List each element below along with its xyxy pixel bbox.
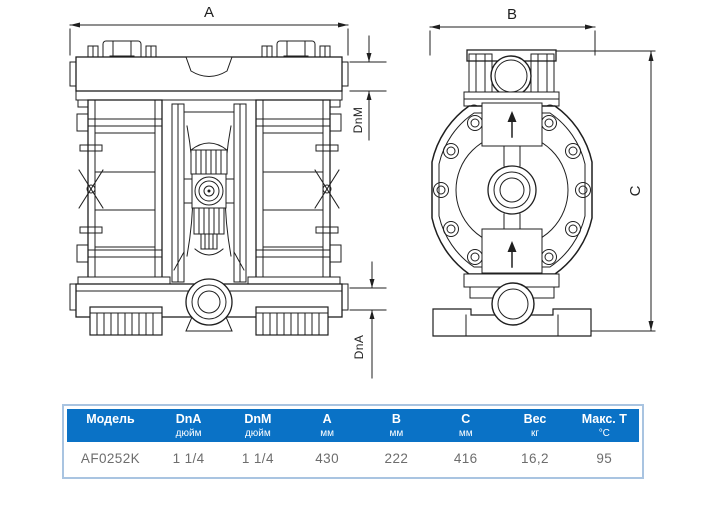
- header-dna: DnA дюйм: [153, 409, 224, 442]
- pump-technical-drawing: A: [69, 4, 656, 379]
- dimension-a: A: [69, 4, 349, 56]
- spec-table-header-row: Модель DnA дюйм DnM дюйм A мм B мм: [67, 409, 639, 442]
- spec-table-data-row: AF0252K 1 1/4 1 1/4 430 222 416 16,2 95: [67, 442, 639, 474]
- dimension-c: C: [556, 50, 656, 332]
- dim-label-b: B: [507, 6, 517, 23]
- body-bolts: [433, 115, 591, 265]
- dimension-b: B: [429, 6, 596, 56]
- front-view-drawing: A: [69, 4, 387, 379]
- bottom-manifold: [69, 278, 349, 336]
- flow-arrow-up-bottom: [507, 241, 517, 268]
- cell-dnm: 1 1/4: [223, 442, 293, 474]
- dim-label-a: A: [204, 4, 214, 21]
- dim-label-dnm: DnM: [351, 107, 365, 134]
- side-body: [431, 102, 593, 275]
- header-model: Модель: [67, 409, 154, 442]
- spec-table: Модель DnA дюйм DnM дюйм A мм B мм: [62, 404, 644, 479]
- header-a: A мм: [292, 409, 362, 442]
- dimension-dna: DnA: [349, 261, 387, 379]
- right-chamber: [247, 99, 342, 291]
- dim-label-dna: DnA: [352, 335, 366, 360]
- dimension-dnm: DnM: [349, 35, 387, 141]
- cell-max-temp: 95: [569, 442, 639, 474]
- header-weight: Вес кг: [500, 409, 570, 442]
- header-b: B мм: [361, 409, 432, 442]
- right-foot: [255, 306, 329, 336]
- header-max-temp: Макс. Т °C: [569, 409, 639, 442]
- dim-label-c: C: [627, 185, 644, 196]
- left-foot: [89, 306, 163, 336]
- cell-a: 430: [292, 442, 362, 474]
- header-c: C мм: [431, 409, 501, 442]
- left-chamber: [76, 99, 171, 291]
- cell-model: AF0252K: [67, 442, 154, 474]
- cell-c: 416: [431, 442, 501, 474]
- side-bottom-port: [432, 273, 592, 337]
- center-air-valve: [171, 103, 247, 283]
- cell-dna: 1 1/4: [153, 442, 224, 474]
- header-dnm: DnM дюйм: [223, 409, 293, 442]
- cell-b: 222: [361, 442, 432, 474]
- side-view-drawing: B: [429, 6, 656, 337]
- flow-arrow-up-top: [507, 111, 517, 138]
- cell-weight: 16,2: [500, 442, 570, 474]
